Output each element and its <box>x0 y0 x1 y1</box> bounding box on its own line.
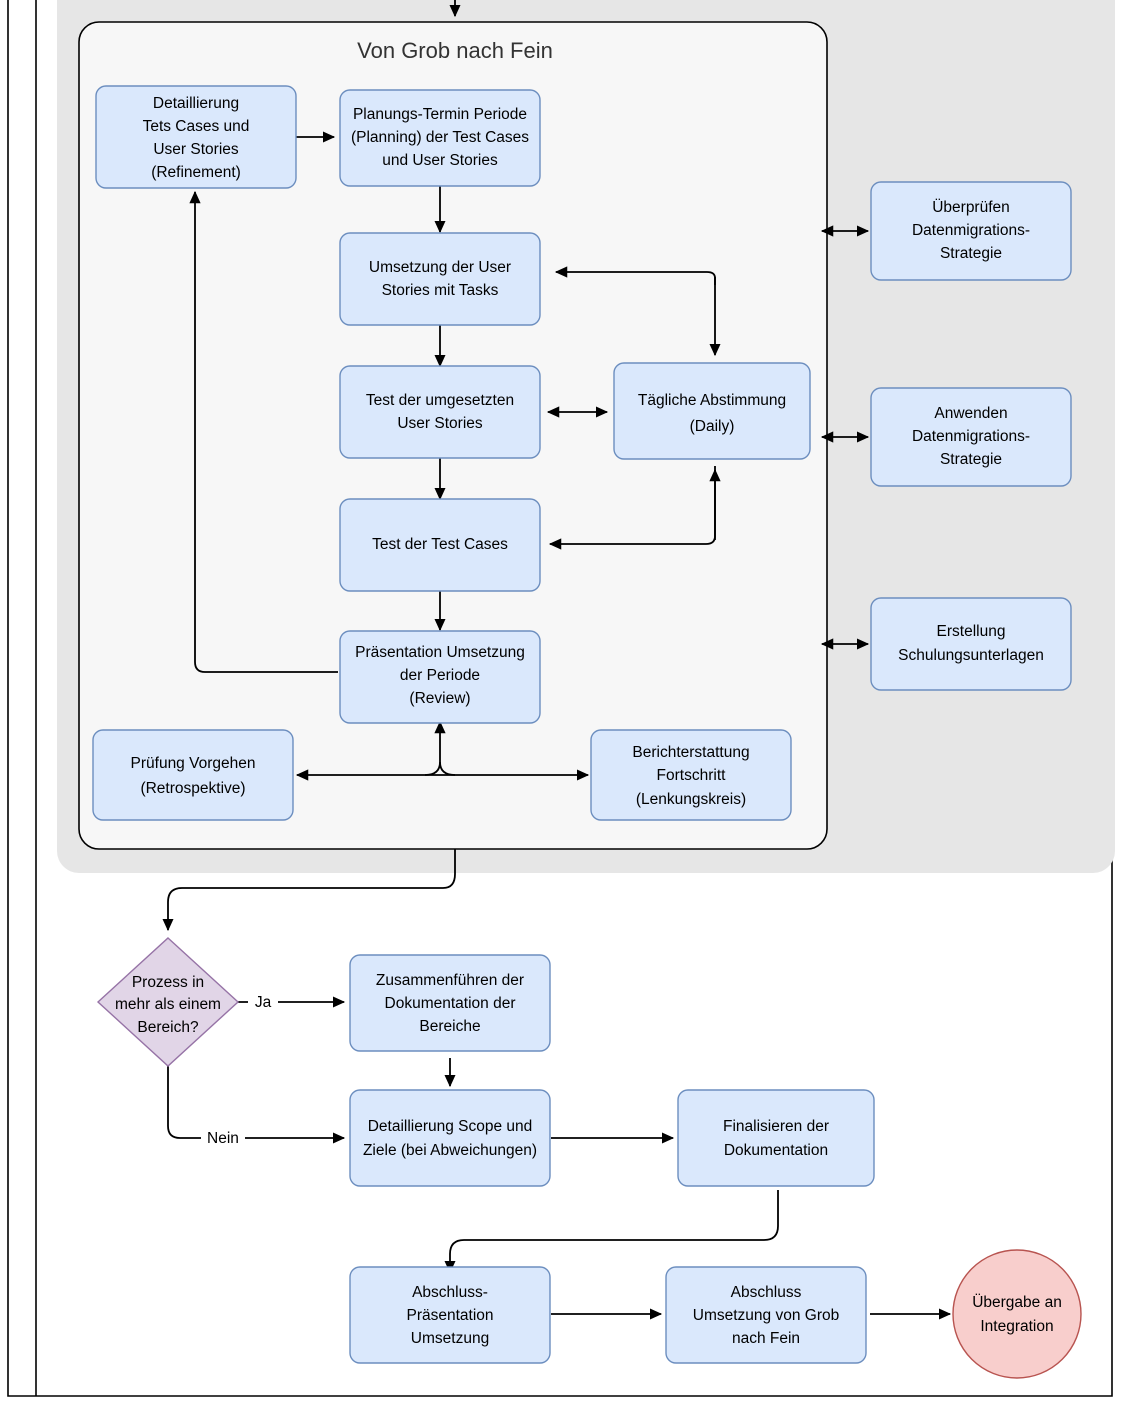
node-anwenden-migration[interactable]: Anwenden Datenmigrations- Strategie <box>870 387 1072 487</box>
svg-text:Finalisieren der: Finalisieren der <box>723 1118 829 1135</box>
svg-text:Anwenden: Anwenden <box>934 405 1007 422</box>
svg-text:Prüfung Vorgehen: Prüfung Vorgehen <box>131 755 256 772</box>
node-abschluss-praesentation[interactable]: Abschluss- Präsentation Umsetzung <box>349 1266 551 1364</box>
node-daily[interactable]: Tägliche Abstimmung (Daily) <box>613 362 811 460</box>
node-retrospektive[interactable]: Prüfung Vorgehen (Retrospektive) <box>92 729 294 821</box>
svg-text:Stories mit Tasks: Stories mit Tasks <box>382 282 499 299</box>
group-title: Von Grob nach Fein <box>357 38 553 63</box>
svg-text:Planungs-Termin Periode: Planungs-Termin Periode <box>353 106 527 123</box>
svg-text:Test der umgesetzten: Test der umgesetzten <box>366 392 514 409</box>
svg-text:Ja: Ja <box>255 994 272 1011</box>
edge-review-to-refinement <box>189 190 338 673</box>
edge-decision-nein-to-detaillierung-scope <box>167 1056 346 1144</box>
edge-group-exit-to-decision <box>162 849 456 932</box>
svg-text:Dokumentation der: Dokumentation der <box>385 995 516 1012</box>
node-zusammenfuehren[interactable]: Zusammenführen der Dokumentation der Ber… <box>349 954 551 1052</box>
svg-text:und User Stories: und User Stories <box>382 152 498 169</box>
svg-text:mehr als einem: mehr als einem <box>115 996 221 1013</box>
svg-text:Zusammenführen der: Zusammenführen der <box>376 972 524 989</box>
svg-text:der Periode: der Periode <box>400 667 480 684</box>
svg-text:(Lenkungskreis): (Lenkungskreis) <box>636 791 746 808</box>
node-planning[interactable]: Planungs-Termin Periode (Planning) der T… <box>339 89 541 187</box>
svg-text:Überprüfen: Überprüfen <box>932 198 1010 216</box>
svg-text:Prozess in: Prozess in <box>132 974 204 991</box>
svg-text:Abschluss: Abschluss <box>731 1284 802 1301</box>
node-review[interactable]: Präsentation Umsetzung der Periode (Revi… <box>339 630 541 724</box>
svg-text:Präsentation Umsetzung: Präsentation Umsetzung <box>355 644 525 661</box>
node-abschluss-umsetzung[interactable]: Abschluss Umsetzung von Grob nach Fein <box>665 1266 867 1364</box>
node-detaillierung-scope[interactable]: Detaillierung Scope und Ziele (bei Abwei… <box>349 1089 551 1187</box>
node-schulungsunterlagen[interactable]: Erstellung Schulungsunterlagen <box>870 597 1072 691</box>
svg-text:Dokumentation: Dokumentation <box>724 1142 828 1159</box>
svg-text:Test der Test Cases: Test der Test Cases <box>372 536 508 553</box>
svg-text:Integration: Integration <box>980 1318 1053 1335</box>
svg-text:Ziele (bei Abweichungen): Ziele (bei Abweichungen) <box>363 1142 537 1159</box>
svg-text:Umsetzung von Grob: Umsetzung von Grob <box>693 1307 839 1324</box>
node-umsetzung[interactable]: Umsetzung der User Stories mit Tasks <box>339 232 541 326</box>
svg-text:(Retrospektive): (Retrospektive) <box>140 780 245 797</box>
svg-text:Detaillierung Scope und: Detaillierung Scope und <box>368 1118 533 1135</box>
node-ueberpruefen-migration[interactable]: Überprüfen Datenmigrations- Strategie <box>870 181 1072 281</box>
svg-text:Umsetzung der User: Umsetzung der User <box>369 259 511 276</box>
svg-text:Schulungsunterlagen: Schulungsunterlagen <box>898 647 1044 664</box>
svg-text:Datenmigrations-: Datenmigrations- <box>912 222 1030 239</box>
svg-text:Abschluss-: Abschluss- <box>412 1284 488 1301</box>
svg-text:(Daily): (Daily) <box>690 418 735 435</box>
svg-text:(Review): (Review) <box>409 690 470 707</box>
svg-text:Strategie: Strategie <box>940 451 1002 468</box>
node-refinement[interactable]: Detaillierung Tets Cases und User Storie… <box>95 85 297 189</box>
svg-text:Nein: Nein <box>207 1130 239 1147</box>
svg-text:Bereich?: Bereich? <box>137 1019 199 1036</box>
edge-branch-joint <box>439 761 456 776</box>
svg-text:Erstellung: Erstellung <box>937 623 1006 640</box>
node-uebergabe-integration[interactable]: Übergabe an Integration <box>952 1249 1082 1379</box>
svg-text:Präsentation: Präsentation <box>406 1307 493 1324</box>
node-lenkungskreis[interactable]: Berichterstattung Fortschritt (Lenkungsk… <box>590 729 792 821</box>
svg-text:Übergabe an: Übergabe an <box>972 1293 1062 1311</box>
svg-text:nach Fein: nach Fein <box>732 1330 800 1347</box>
node-decision-bereich[interactable]: Prozess in mehr als einem Bereich? <box>96 937 240 1067</box>
node-finalisieren[interactable]: Finalisieren der Dokumentation <box>677 1089 875 1187</box>
svg-text:(Planning) der Test Cases: (Planning) der Test Cases <box>351 129 529 146</box>
svg-text:Umsetzung: Umsetzung <box>411 1330 489 1347</box>
svg-text:(Refinement): (Refinement) <box>151 164 241 181</box>
edge-label-ja: Ja <box>248 991 278 1013</box>
svg-text:Berichterstattung: Berichterstattung <box>632 744 749 761</box>
edge-daily-loop-to-umsetzung <box>554 266 716 285</box>
svg-text:User Stories: User Stories <box>397 415 483 432</box>
svg-text:Bereiche: Bereiche <box>419 1018 480 1035</box>
svg-text:Tägliche Abstimmung: Tägliche Abstimmung <box>638 392 786 409</box>
svg-text:Detaillierung: Detaillierung <box>153 95 239 112</box>
svg-text:User Stories: User Stories <box>153 141 239 158</box>
svg-text:Fortschritt: Fortschritt <box>657 767 727 784</box>
svg-text:Datenmigrations-: Datenmigrations- <box>912 428 1030 445</box>
edge-label-nein: Nein <box>201 1127 245 1149</box>
svg-text:Strategie: Strategie <box>940 245 1002 262</box>
svg-text:Tets Cases und: Tets Cases und <box>143 118 250 135</box>
node-test-user-stories[interactable]: Test der umgesetzten User Stories <box>339 365 541 459</box>
node-test-cases[interactable]: Test der Test Cases <box>339 498 541 592</box>
edge-finalisieren-to-abschluss-praesentation <box>444 1190 779 1274</box>
